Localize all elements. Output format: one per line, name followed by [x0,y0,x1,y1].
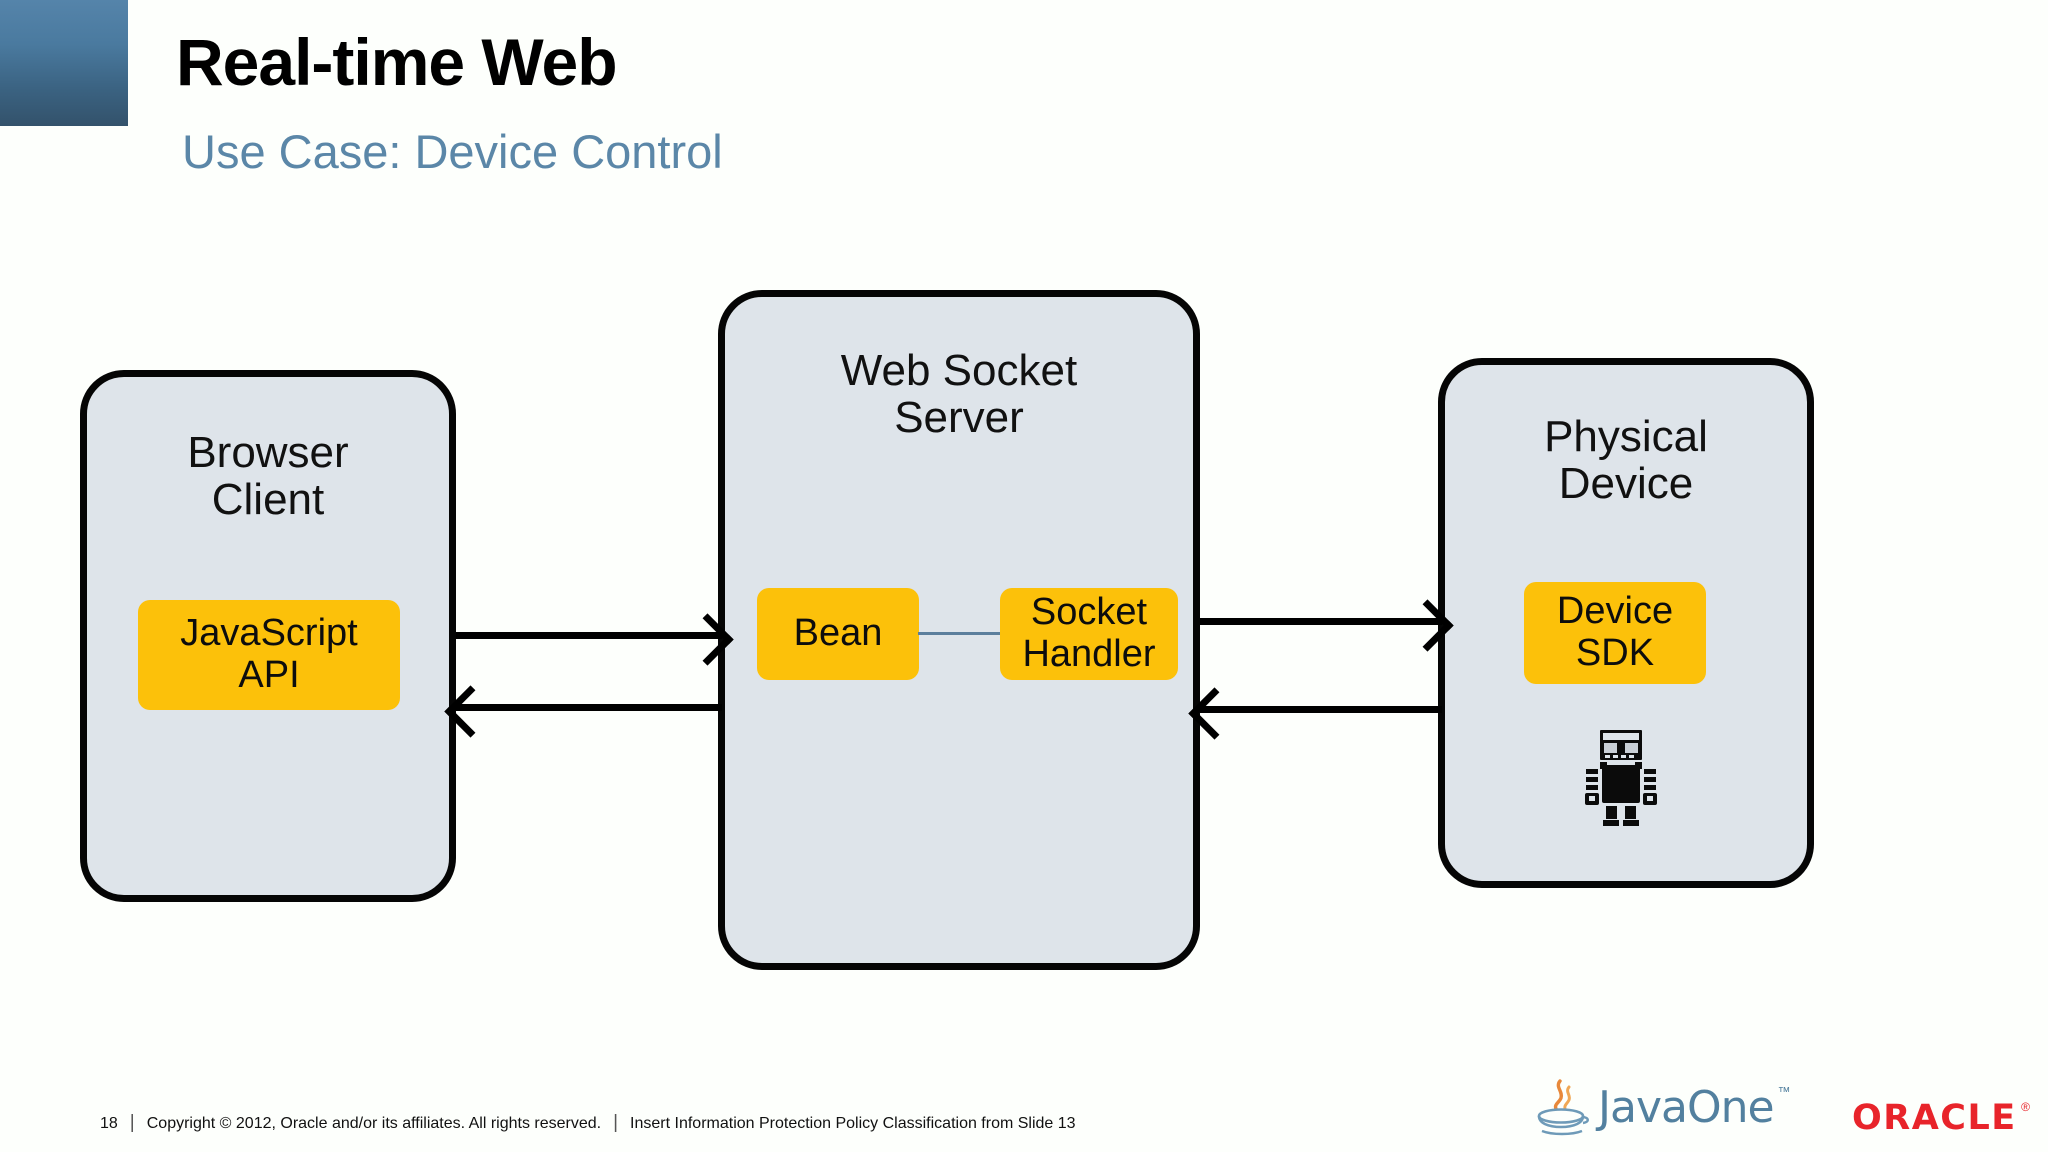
footer-separator-2: | [613,1112,619,1133]
oracle-logo: ORACLE ® [1852,1098,2030,1138]
page-subtitle: Use Case: Device Control [182,125,723,178]
footer-separator-1: | [129,1112,135,1133]
chip-device-sdk: Device SDK [1524,582,1706,684]
oracle-registered-mark: ® [2021,1099,2030,1114]
chip-socket-handler: Socket Handler [1000,588,1178,680]
java-coffee-cup-icon [1537,1079,1589,1136]
javaone-wordmark: JavaOne [1598,1081,1775,1133]
node-physical-device-title: Physical Device [1544,412,1708,509]
oracle-wordmark: ORACLE [1852,1098,2017,1138]
node-browser-client-title: Browser Client [187,428,349,525]
page-title: Real-time Web [176,25,618,99]
connector-bean-to-socket-handler [918,632,1002,635]
chip-javascript-api: JavaScript API [138,600,400,710]
arrow-shaft [456,704,722,711]
node-web-socket-server-title: Web Socket Server [840,346,1078,443]
javaone-trademark: ™ [1777,1083,1791,1099]
chip-bean: Bean [757,588,919,680]
accent-block [0,0,128,126]
footer: 18 | Copyright © 2012, Oracle and/or its… [100,1112,1076,1134]
classification-text: Insert Information Protection Policy Cla… [630,1115,1076,1132]
arrow-shaft [1200,706,1442,713]
arrow-shaft [1200,618,1442,625]
slide-number: 18 [100,1115,118,1132]
robot-icon [1585,730,1657,826]
copyright-text: Copyright © 2012, Oracle and/or its affi… [146,1115,602,1132]
javaone-logo: JavaOne ™ [1530,1078,1793,1136]
arrow-shaft [456,632,722,639]
